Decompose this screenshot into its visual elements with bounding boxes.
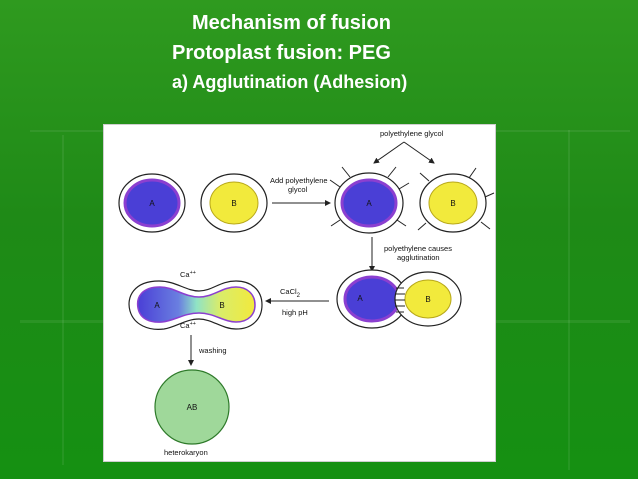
protoplast-a: A: [118, 173, 186, 233]
pair-a-label: A: [357, 294, 363, 303]
causes-label-line2: agglutination: [397, 253, 440, 262]
slide-section-heading: a) Agglutination (Adhesion): [172, 72, 408, 92]
protoplast-b: B: [200, 173, 268, 233]
heterokaryon-cell: AB: [154, 369, 230, 445]
peg-arrow-left: [373, 141, 405, 164]
peg-fusion-diagram: A B Add polyethylene glycol polyethylene…: [103, 124, 496, 462]
calcium-top-label: Ca++: [180, 270, 196, 279]
cell-a-label: A: [149, 199, 155, 208]
fusing-b-label: B: [219, 301, 224, 310]
cell-a-peg-label: A: [366, 199, 372, 208]
protoplast-b-with-peg: B: [417, 167, 495, 233]
cacl2-label: CaCl2: [280, 287, 301, 299]
slide-title: Mechanism of fusion: [192, 12, 391, 34]
high-ph-label: high pH: [282, 308, 308, 317]
peg-arrow-right: [403, 141, 435, 164]
pair-b-label: B: [425, 295, 430, 304]
add-peg-label-line1: Add polyethylene: [270, 176, 328, 185]
background-stripe: [62, 135, 64, 465]
causes-label-line1: polyethylene causes: [384, 244, 452, 253]
cell-b-peg-label: B: [450, 199, 455, 208]
agglutinated-pair: A B: [336, 269, 462, 329]
background-stripe: [568, 130, 570, 470]
cell-b-label: B: [231, 199, 236, 208]
slide-subtitle: Protoplast fusion: PEG: [172, 42, 391, 64]
heterokaryon-ab-label: AB: [187, 403, 198, 412]
peg-label: polyethylene glycol: [380, 129, 444, 138]
diagram-svg: A B Add polyethylene glycol polyethylene…: [118, 129, 495, 457]
fusing-protoplasts: A B: [128, 280, 263, 330]
protoplast-a-with-peg: A: [329, 166, 410, 234]
fusing-a-label: A: [154, 301, 160, 310]
calcium-bottom-label: Ca++: [180, 321, 196, 330]
washing-label: washing: [198, 346, 227, 355]
heterokaryon-label: heterokaryon: [164, 448, 208, 457]
add-peg-label-line2: glycol: [288, 185, 308, 194]
